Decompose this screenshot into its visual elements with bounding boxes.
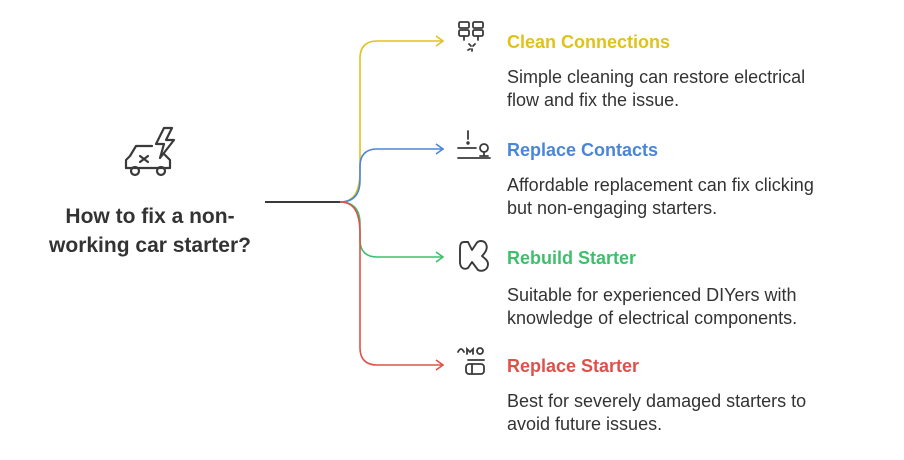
rebuild-tool-icon: [456, 238, 492, 274]
starter-motor-icon: [456, 344, 492, 380]
branch-title-replace-contacts: Replace Contacts: [507, 140, 659, 160]
arrowhead-replace-starter: [435, 359, 445, 371]
branch-desc-clean-connections: Simple cleaning can restore electrical f…: [507, 67, 806, 110]
branch-title-replace-starter: Replace Starter: [507, 356, 640, 376]
branch-line-clean-connections: [339, 40, 442, 203]
branch-line-replace-contacts: [339, 148, 442, 203]
contact-switch-icon: [456, 128, 492, 164]
arrowhead-clean-connections: [435, 35, 445, 47]
arrowhead-replace-contacts: [435, 143, 445, 155]
battery-cleaning-icon: [456, 20, 492, 56]
arrowhead-rebuild-starter: [435, 251, 445, 263]
branch-line-replace-starter: [339, 201, 442, 366]
branch-desc-replace-starter: Best for severely damaged starters to av…: [507, 391, 807, 434]
branch-desc-rebuild-starter: Suitable for experienced DIYers with kno…: [507, 285, 798, 328]
branch-title-clean-connections: Clean Connections: [507, 32, 671, 52]
branch-desc-replace-contacts: Affordable replacement can fix clicking …: [507, 175, 814, 218]
branch-title-rebuild-starter: Rebuild Starter: [507, 248, 637, 268]
car-electric-icon: [118, 124, 184, 184]
root-question: How to fix a non-working car starter?: [49, 205, 251, 257]
